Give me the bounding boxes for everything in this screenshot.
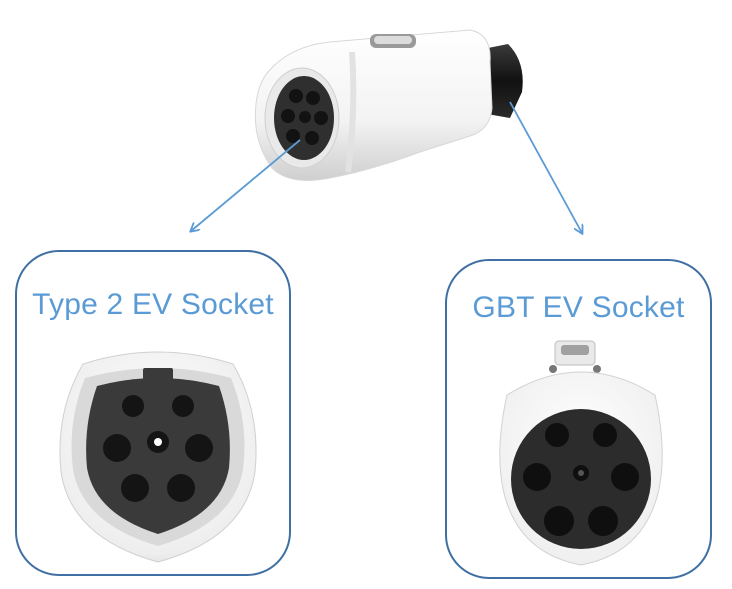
gbt-panel: GBT EV Socket	[445, 259, 712, 579]
arrow-to-gbt	[509, 101, 582, 233]
gbt-title: GBT EV Socket	[472, 291, 685, 324]
adapter-plug-icon	[254, 29, 523, 181]
type2-title: Type 2 EV Socket	[32, 288, 274, 321]
type2-socket-icon	[59, 351, 257, 563]
type2-panel: Type 2 EV Socket	[15, 250, 291, 576]
gbt-socket-icon	[499, 340, 663, 566]
arrow-to-type2	[191, 139, 301, 231]
